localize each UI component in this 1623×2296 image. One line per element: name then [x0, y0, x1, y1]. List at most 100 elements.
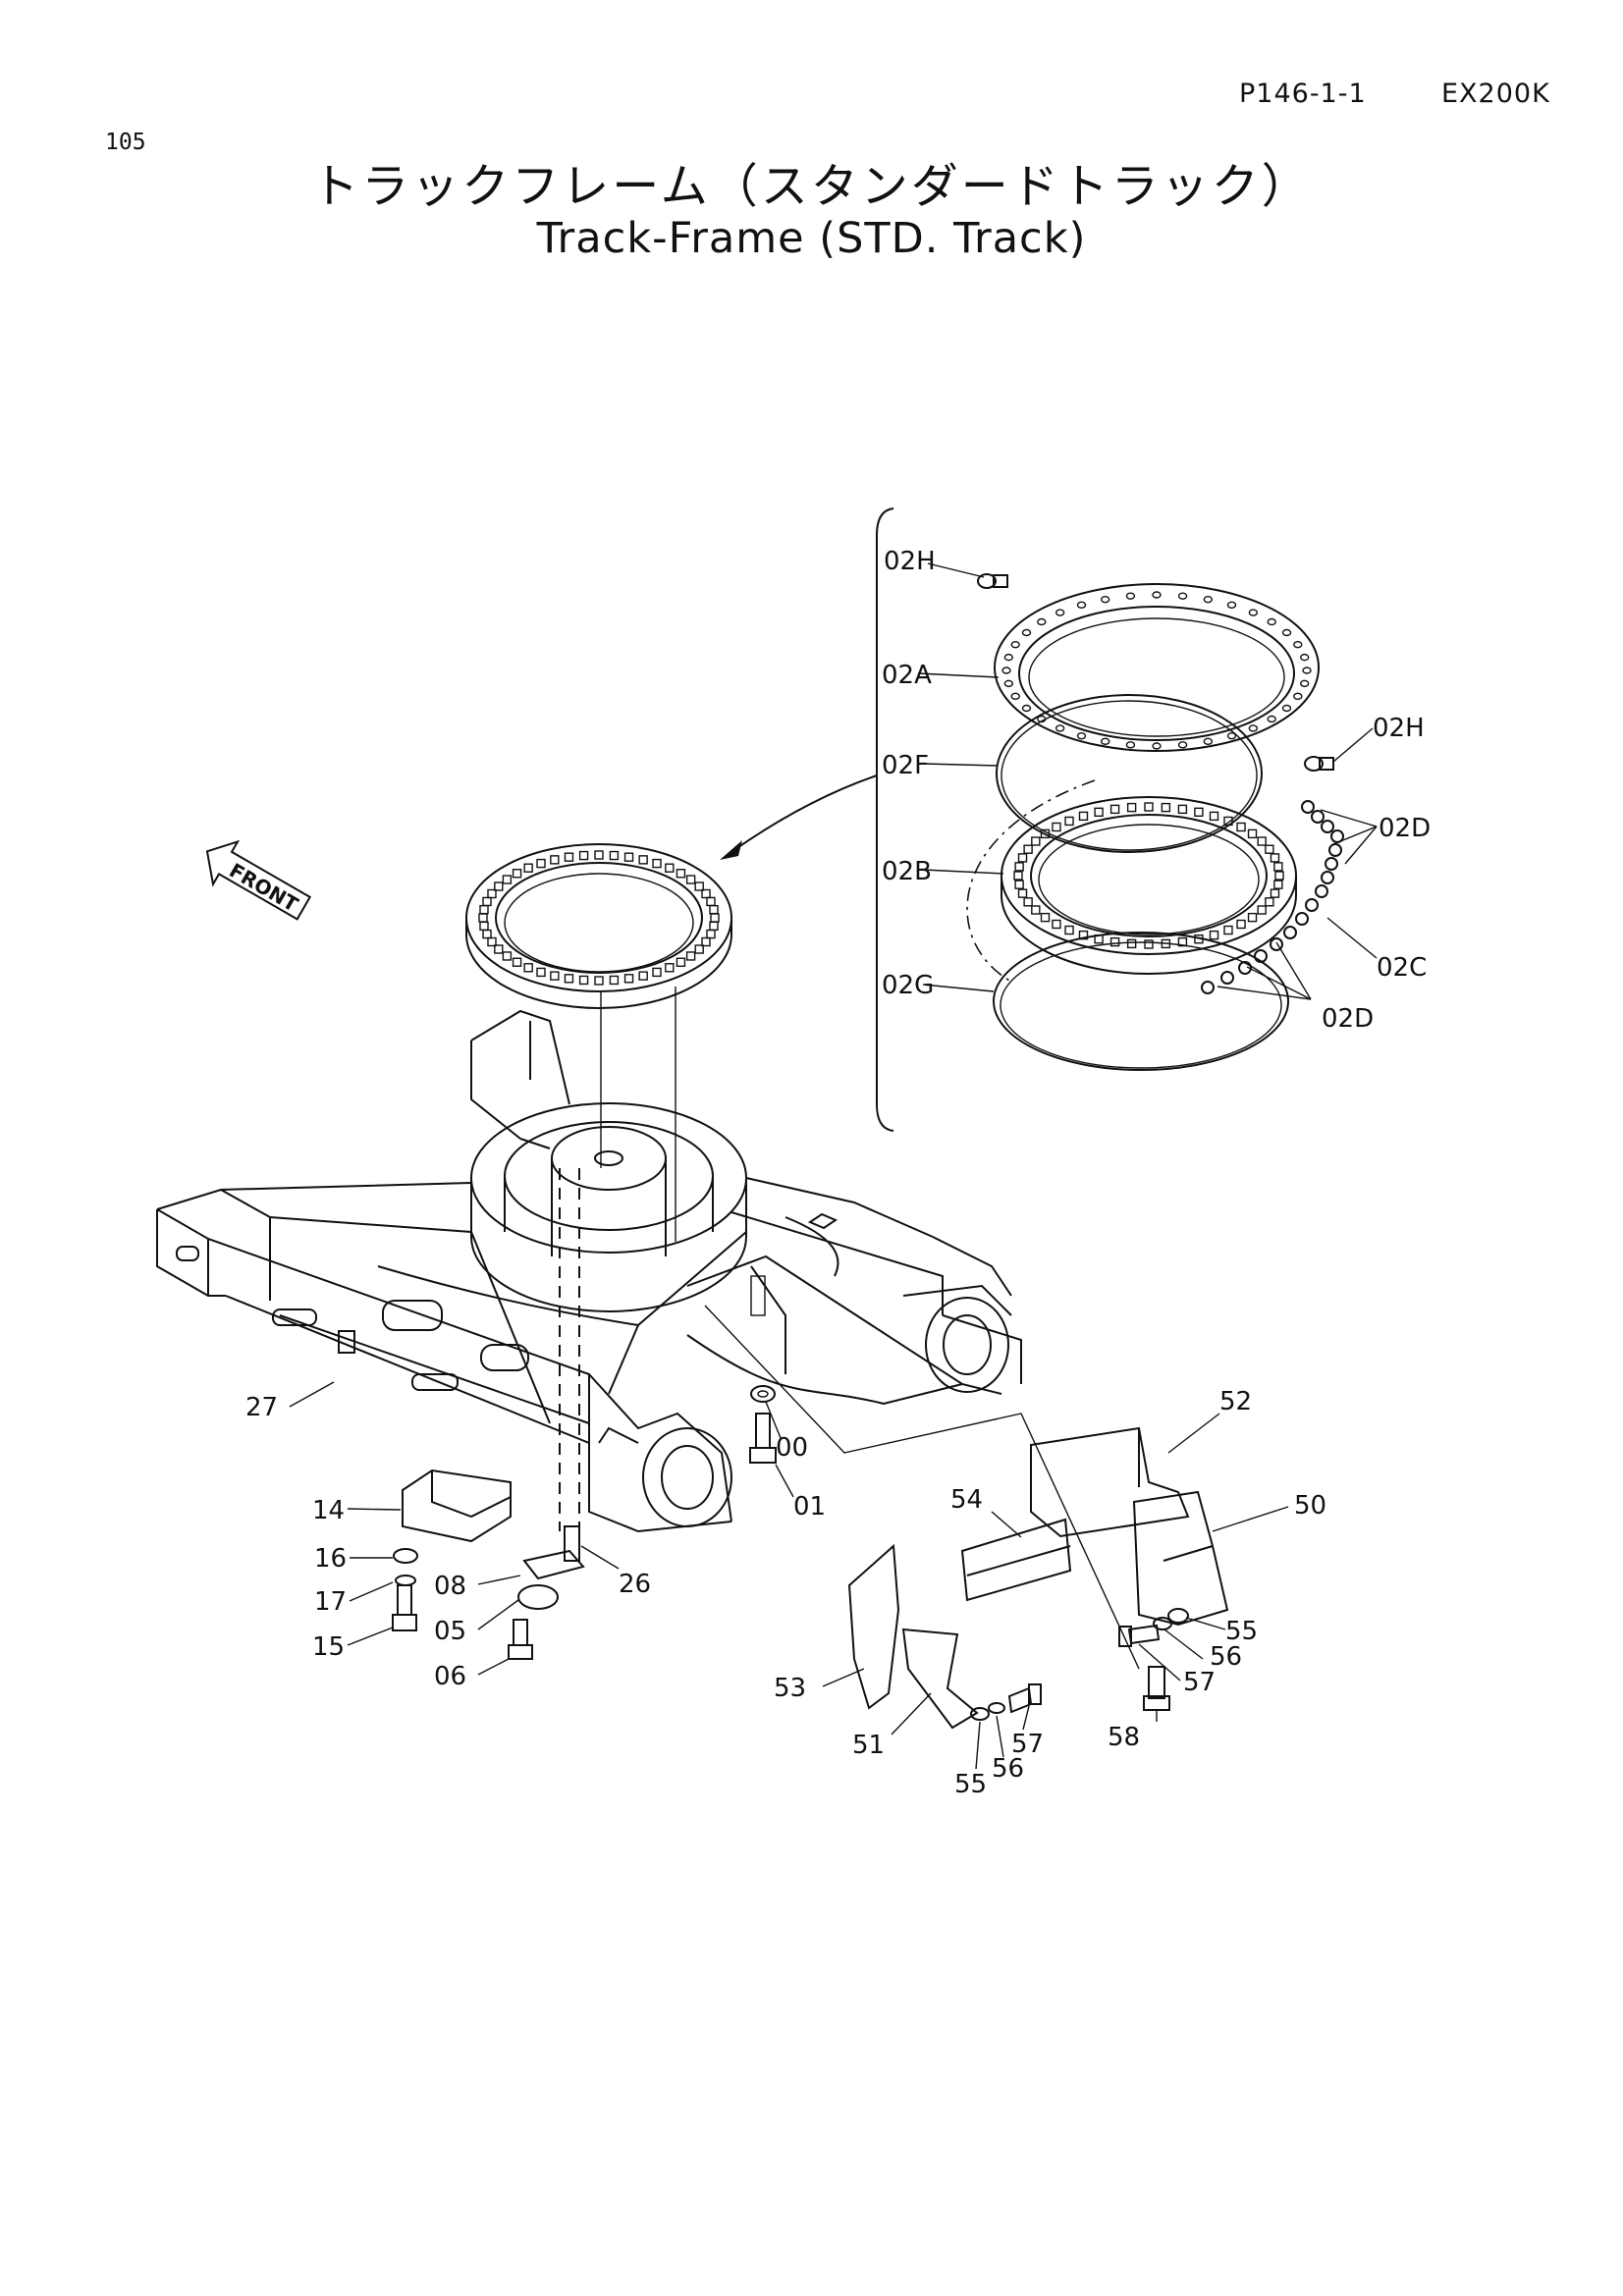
bolt-hole [1055, 609, 1065, 616]
bolt-hole [1003, 653, 1014, 662]
bolt-57-left [1007, 1683, 1042, 1714]
callout-02A: 02A [882, 661, 932, 690]
page-title-english: Track-Frame (STD. Track) [536, 214, 1087, 263]
gear-tooth [1031, 836, 1041, 846]
bolt-hole [1125, 741, 1136, 749]
bolt-hole [1226, 601, 1237, 610]
leader-lines [289, 562, 1378, 1770]
model-code-p146: P146-1-1 [1239, 79, 1367, 109]
installed-bearing [465, 843, 732, 1009]
bolt-hole [1281, 628, 1292, 637]
inner-ring-02B [1001, 796, 1297, 975]
gear-tooth [479, 904, 489, 915]
callout-54: 54 [950, 1485, 983, 1515]
gear-tooth [1247, 912, 1258, 923]
assembly-arrow-line [730, 774, 878, 853]
gear-tooth [512, 957, 522, 967]
callout-02F: 02F [882, 751, 929, 780]
bolt-hole [1293, 692, 1303, 701]
exploded-center-line [966, 779, 1096, 983]
bolt-hole [1037, 617, 1047, 626]
bearing-ball [1305, 898, 1319, 912]
gear-tooth [594, 976, 604, 986]
bolt-hole [1302, 667, 1312, 674]
callout-57-right: 57 [1183, 1668, 1216, 1697]
bolt-hole [1299, 653, 1310, 662]
bearing-balls-02D [1201, 800, 1344, 994]
gear-tooth [685, 875, 696, 884]
callout-06: 06 [434, 1662, 466, 1691]
bolt-hole [1055, 724, 1065, 732]
gear-tooth [1265, 897, 1274, 907]
gear-tooth [665, 963, 675, 973]
gear-tooth [1274, 871, 1284, 881]
bearing-ball [1254, 949, 1268, 963]
guard-51 [901, 1628, 979, 1730]
bolt-hole [1267, 715, 1276, 723]
gear-tooth [685, 951, 696, 961]
gear-tooth [1031, 905, 1041, 915]
gear-tooth [623, 974, 634, 984]
pin-26 [564, 1525, 580, 1562]
gear-tooth [694, 944, 704, 954]
gear-tooth [1040, 828, 1051, 839]
callout-02H-top: 02H [884, 547, 936, 576]
callout-02D-lower: 02D [1322, 1004, 1374, 1034]
bolt-hole [1203, 595, 1214, 604]
gear-tooth [523, 963, 533, 973]
callout-00: 00 [776, 1433, 808, 1463]
gear-tooth [710, 913, 720, 923]
gear-tooth [1014, 880, 1024, 889]
gear-tooth [1247, 828, 1258, 839]
gear-tooth [550, 971, 560, 981]
callout-02H-right: 02H [1373, 714, 1425, 743]
bearing-ball [1311, 810, 1325, 824]
gear-tooth [676, 957, 686, 967]
gear-tooth [578, 850, 589, 861]
callout-15: 15 [312, 1632, 345, 1662]
gear-tooth [494, 881, 504, 891]
callout-57-left: 57 [1011, 1730, 1044, 1759]
callout-02G: 02G [882, 971, 934, 1000]
callout-52: 52 [1219, 1387, 1252, 1416]
callout-55-right: 55 [1225, 1617, 1258, 1646]
bolt-hole [1010, 692, 1020, 701]
gear-tooth [1078, 930, 1089, 940]
gear-tooth [1177, 936, 1188, 947]
gear-tooth [1023, 897, 1033, 907]
bolt-hole [1001, 667, 1011, 674]
page-number: 105 [105, 130, 146, 155]
callout-14: 14 [312, 1496, 345, 1525]
bearing-ball [1201, 981, 1215, 994]
bolt-hole [1152, 742, 1162, 750]
gear-tooth [487, 888, 497, 899]
gear-tooth [1017, 853, 1028, 863]
guard-leader-line [704, 1305, 1140, 1670]
gear-tooth [1270, 853, 1280, 863]
gear-tooth [709, 904, 719, 915]
callout-05: 05 [434, 1617, 466, 1646]
gear-tooth [1177, 804, 1188, 815]
gear-tooth [706, 929, 716, 939]
callout-51: 51 [852, 1731, 885, 1760]
gear-tooth [652, 967, 662, 978]
gear-tooth [1078, 811, 1089, 822]
grease-fitting-02H-top [977, 573, 1008, 589]
gear-tooth [623, 852, 634, 862]
bolt-hole [1267, 617, 1276, 626]
bolt-hole [1293, 640, 1303, 649]
bolt-hole [1010, 640, 1020, 649]
washer-56-left [988, 1702, 1005, 1714]
track-frame-27 [156, 1009, 1022, 1533]
gear-tooth [478, 913, 488, 923]
gear-tooth [1257, 836, 1267, 846]
gear-tooth [709, 921, 719, 932]
bolt-hole [1177, 592, 1188, 600]
bearing-ball [1283, 926, 1297, 939]
gear-tooth [479, 921, 489, 932]
gear-tooth [564, 852, 574, 862]
gear-tooth [1223, 816, 1233, 827]
gear-tooth [701, 888, 711, 899]
callout-02C: 02C [1377, 953, 1427, 983]
gear-tooth [1273, 862, 1283, 872]
